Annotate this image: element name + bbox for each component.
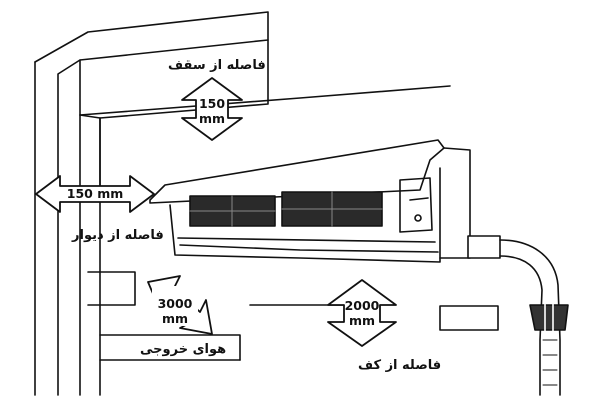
- outlet-value-number: 3000: [157, 296, 193, 311]
- drain-pipe: [467, 235, 569, 396]
- outlet-air-arrow: [147, 275, 213, 335]
- floor-value: 2000 mm: [344, 298, 380, 328]
- ceiling-value-unit: mm: [198, 111, 226, 126]
- floor-value-unit: mm: [348, 313, 376, 328]
- wall-value: 150 mm: [66, 186, 124, 201]
- floor-clearance-label: فاصله از کف: [358, 358, 442, 373]
- ceiling-clearance-arrow: [181, 77, 243, 141]
- outlet-value-unit: mm: [161, 311, 189, 326]
- room-walls: [34, 11, 499, 396]
- wall-clearance-label: فاصله از دیوار: [72, 228, 164, 243]
- ceiling-clearance-label: فاصله از سقف: [168, 58, 266, 73]
- floor-clearance-arrow: [327, 279, 397, 347]
- ceiling-value: 150 mm: [194, 96, 230, 126]
- outlet-value: 3000 mm: [152, 296, 198, 326]
- floor-value-number: 2000: [344, 298, 380, 313]
- wall-clearance-arrow: [35, 175, 155, 213]
- outlet-air-label: هوای خروجی: [140, 342, 227, 357]
- ac-indoor-unit: [149, 139, 471, 263]
- ceiling-value-number: 150: [198, 96, 226, 111]
